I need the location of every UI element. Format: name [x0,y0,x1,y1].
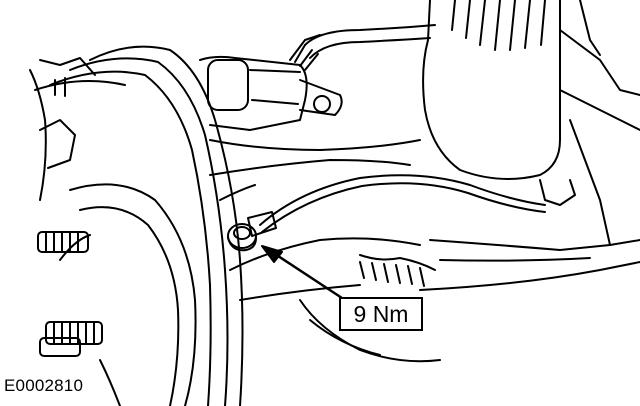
torque-label: 9 Nm [339,297,423,331]
steering-knuckle [209,139,441,363]
brake-pipe [247,174,546,237]
strut-assembly [422,0,640,206]
torque-value: 9 Nm [353,300,409,327]
bleed-screw [227,223,257,252]
callout-arrow [261,245,347,302]
figure-id: E0002810 [4,376,84,395]
control-arm [419,89,640,291]
brake-hose [294,24,436,71]
wheel-stud-lower [39,321,103,357]
wheel-stud-upper [37,231,89,253]
brake-disc [29,45,244,406]
wheel-hub [37,183,197,406]
